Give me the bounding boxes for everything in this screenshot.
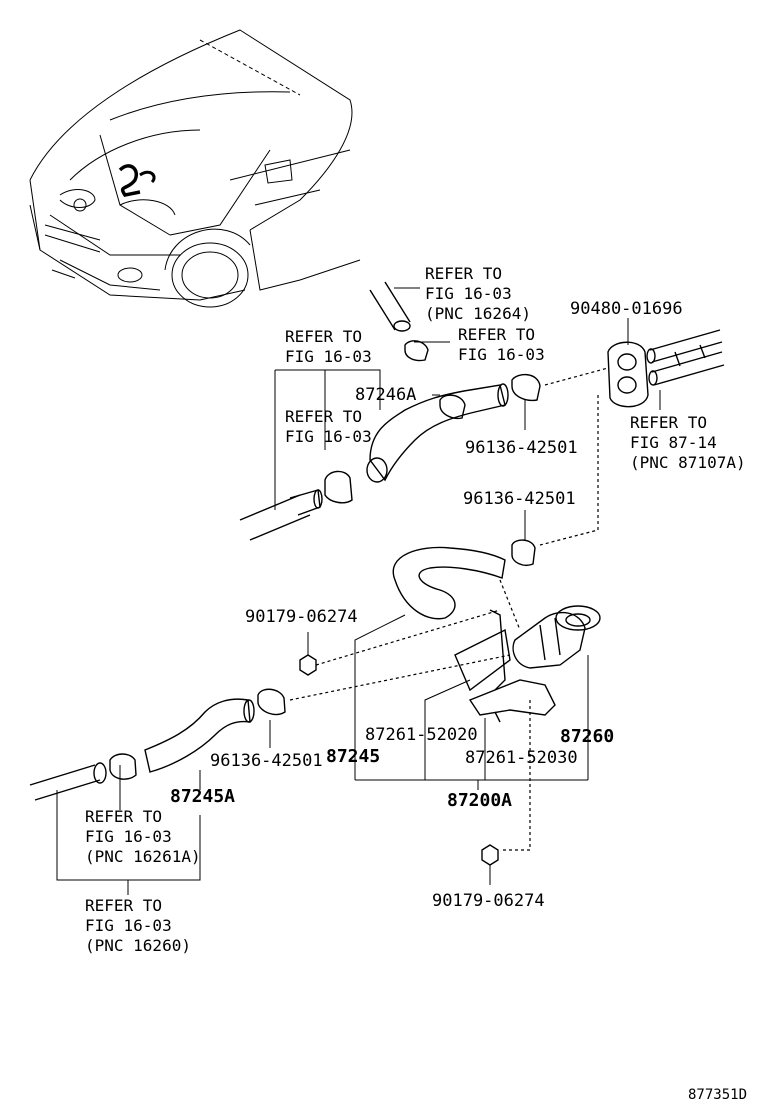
- part-label-96136-42501-b: 96136-42501: [463, 489, 576, 509]
- refer-87107A-line3: (PNC 87107A): [630, 453, 746, 472]
- lower-hose-group: [29, 539, 601, 866]
- refer-16261A-line2: FIG 16-03: [85, 827, 172, 846]
- refer-left-upper-line2: FIG 16-03: [285, 347, 372, 366]
- part-label-87200A: 87200A: [447, 790, 512, 811]
- refer-87107A-line2: FIG 87-14: [630, 433, 717, 452]
- refer-16261A-line3: (PNC 16261A): [85, 847, 201, 866]
- refer-left-lower-line2: FIG 16-03: [285, 427, 372, 446]
- part-label-96136-42501-a: 96136-42501: [465, 438, 578, 458]
- car-illustration: [29, 29, 361, 308]
- part-label-90480-01696: 90480-01696: [570, 299, 683, 319]
- part-label-87260: 87260: [560, 726, 614, 747]
- refer-left-upper-line1: REFER TO: [285, 327, 362, 346]
- refer-mid-line2: FIG 16-03: [458, 345, 545, 364]
- refer-16260-line1: REFER TO: [85, 896, 162, 915]
- refer-mid-line1: REFER TO: [458, 325, 535, 344]
- part-label-90179-06274-a: 90179-06274: [245, 607, 358, 627]
- refer-16264-line2: FIG 16-03: [425, 284, 512, 303]
- refer-16260-line2: FIG 16-03: [85, 916, 172, 935]
- part-label-90179-06274-b: 90179-06274: [432, 891, 545, 911]
- upper-hose-group: [239, 281, 725, 546]
- part-label-87245A: 87245A: [170, 786, 235, 807]
- refer-left-lower-line1: REFER TO: [285, 407, 362, 426]
- refer-16264-line1: REFER TO: [425, 264, 502, 283]
- part-label-87246A: 87246A: [355, 385, 416, 405]
- part-label-87261-52020: 87261-52020: [365, 725, 478, 745]
- refer-16261A-line1: REFER TO: [85, 807, 162, 826]
- part-label-87245: 87245: [326, 746, 380, 767]
- figure-code: 877351D: [688, 1087, 747, 1103]
- refer-16264-line3: (PNC 16264): [425, 304, 531, 323]
- leader-lines: [56, 287, 661, 895]
- refer-16260-line3: (PNC 16260): [85, 936, 191, 955]
- part-label-96136-42501-c: 96136-42501: [210, 751, 323, 771]
- labels: REFER TO FIG 16-03 (PNC 16264) REFER TO …: [85, 264, 747, 1103]
- part-label-87261-52030: 87261-52030: [465, 748, 578, 768]
- refer-87107A-line1: REFER TO: [630, 413, 707, 432]
